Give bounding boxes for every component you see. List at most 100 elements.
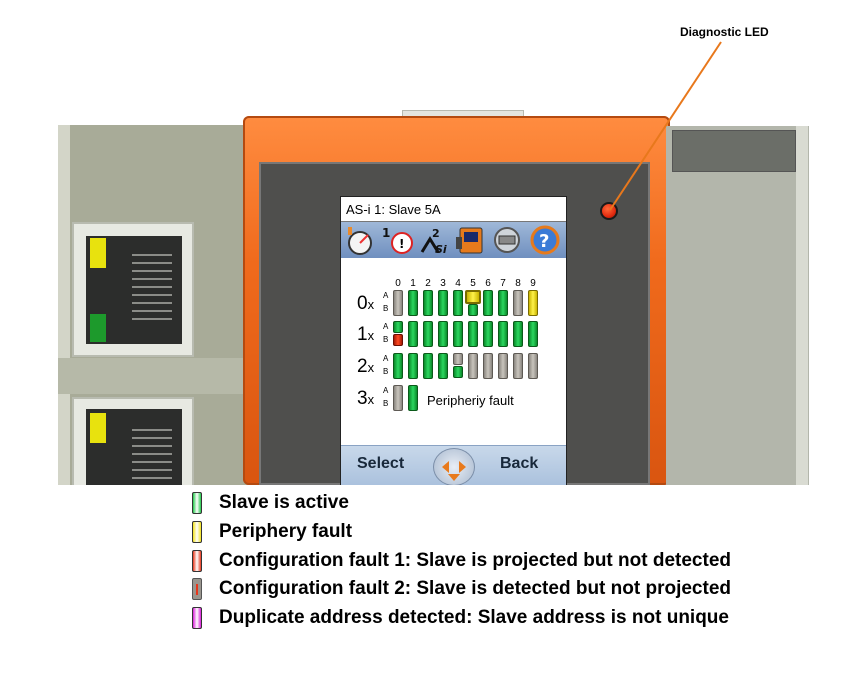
b-label: B	[383, 367, 389, 376]
legend-swatch	[192, 492, 202, 514]
legend-text: Slave is active	[219, 492, 349, 513]
legend-item: Slave is active	[192, 492, 349, 514]
a-label: A	[383, 291, 389, 300]
slave-cell-active[interactable]	[423, 321, 433, 347]
slave-cell-config-fault-1[interactable]	[393, 334, 403, 346]
column-number: 2	[425, 278, 431, 289]
slave-cell-active[interactable]	[453, 321, 463, 347]
softkey-bar: Select Back	[341, 445, 566, 485]
slave-cell-active[interactable]	[393, 321, 403, 333]
row-label-suffix: x	[367, 360, 375, 375]
legend-swatch	[192, 578, 202, 600]
slave-cell-inactive[interactable]	[513, 353, 523, 379]
slave-cell-active[interactable]	[393, 353, 403, 379]
slave-cell-active[interactable]	[528, 321, 538, 347]
column-number: 5	[470, 278, 476, 289]
legend-text: Duplicate address detected: Slave addres…	[219, 607, 729, 628]
help-icon[interactable]: ?	[528, 225, 562, 255]
status-text: Peripheriy fault	[427, 393, 514, 408]
row-label-suffix: x	[367, 297, 375, 312]
slave-cell-inactive[interactable]	[513, 290, 523, 316]
row-label: 3x	[357, 388, 374, 410]
column-number: 8	[515, 278, 521, 289]
back-button[interactable]: Back	[500, 455, 539, 472]
legend-text: Periphery fault	[219, 521, 353, 542]
slave-cell-active[interactable]	[453, 366, 463, 378]
column-number: 9	[530, 278, 536, 289]
slave-cell-inactive[interactable]	[393, 290, 403, 316]
slave-cell-active[interactable]	[423, 353, 433, 379]
svg-text:Si: Si	[435, 243, 447, 255]
column-number: 1	[410, 278, 416, 289]
slave-cell-active[interactable]	[498, 290, 508, 316]
a-label: A	[383, 322, 389, 331]
b-label: B	[383, 399, 389, 408]
slave-cell-periphery-fault[interactable]	[465, 290, 481, 304]
callout-label: Diagnostic LED	[680, 25, 769, 39]
alarm-clock-icon-1[interactable]: !1	[380, 225, 414, 255]
slave-cell-active[interactable]	[438, 353, 448, 379]
slave-cell-active[interactable]	[408, 385, 418, 411]
slave-cell-inactive[interactable]	[528, 353, 538, 379]
column-number: 3	[440, 278, 446, 289]
network-icon[interactable]	[490, 225, 524, 255]
legend-swatch	[192, 607, 202, 629]
select-button[interactable]: Select	[357, 455, 405, 472]
row-label-suffix: x	[367, 328, 375, 343]
column-number: 0	[395, 278, 401, 289]
slave-cell-active[interactable]	[513, 321, 523, 347]
slave-cell-inactive[interactable]	[453, 353, 463, 365]
slave-cell-active[interactable]	[408, 321, 418, 347]
row-label: 1x	[357, 324, 374, 346]
housing-divider	[58, 358, 248, 394]
slave-cell-active[interactable]	[453, 290, 463, 316]
row-label: 0x	[357, 293, 374, 315]
right-housing-rail	[796, 126, 808, 485]
b-label: B	[383, 335, 389, 344]
slave-cell-periphery-fault[interactable]	[528, 290, 538, 316]
slave-cell-active[interactable]	[438, 321, 448, 347]
legend-item: Configuration fault 2: Slave is detected…	[192, 578, 731, 600]
slave-cell-inactive[interactable]	[468, 353, 478, 379]
legend-swatch	[192, 550, 202, 572]
legend-item: Duplicate address detected: Slave addres…	[192, 607, 729, 629]
chevron-left-right-icon	[442, 461, 466, 481]
slave-cell-active[interactable]	[408, 290, 418, 316]
callout-line	[609, 41, 722, 211]
svg-text:1: 1	[382, 226, 390, 240]
svg-text:2: 2	[432, 227, 440, 240]
slave-cell-active[interactable]	[423, 290, 433, 316]
column-number: 7	[500, 278, 506, 289]
slave-cell-inactive[interactable]	[498, 353, 508, 379]
gauge-icon[interactable]	[344, 225, 376, 255]
row-label-number: 1	[357, 324, 368, 345]
left-housing-rail	[58, 125, 70, 485]
column-number: 4	[455, 278, 461, 289]
slave-cell-inactive[interactable]	[393, 385, 403, 411]
slave-cell-active[interactable]	[408, 353, 418, 379]
right-housing	[666, 126, 809, 485]
right-housing-panel	[672, 130, 796, 172]
row-label-number: 2	[357, 356, 368, 377]
slave-cell-inactive[interactable]	[483, 353, 493, 379]
screen-title-divider	[341, 221, 566, 222]
ethernet-port-2	[72, 397, 194, 485]
slave-cell-active[interactable]	[438, 290, 448, 316]
slave-cell-active[interactable]	[483, 321, 493, 347]
slave-cell-active[interactable]	[498, 321, 508, 347]
legend-item: Periphery fault	[192, 521, 352, 543]
slave-cell-active[interactable]	[468, 321, 478, 347]
legend-swatch	[192, 521, 202, 543]
svg-text:!: !	[399, 237, 404, 251]
slave-cell-active[interactable]	[468, 304, 478, 316]
slave-cell-active[interactable]	[483, 290, 493, 316]
svg-text:?: ?	[539, 231, 549, 252]
nav-wheel[interactable]	[433, 448, 475, 485]
row-label-suffix: x	[367, 392, 375, 407]
device-icon[interactable]	[454, 225, 488, 255]
row-label: 2x	[357, 356, 374, 378]
legend-text: Configuration fault 2: Slave is detected…	[219, 578, 731, 599]
